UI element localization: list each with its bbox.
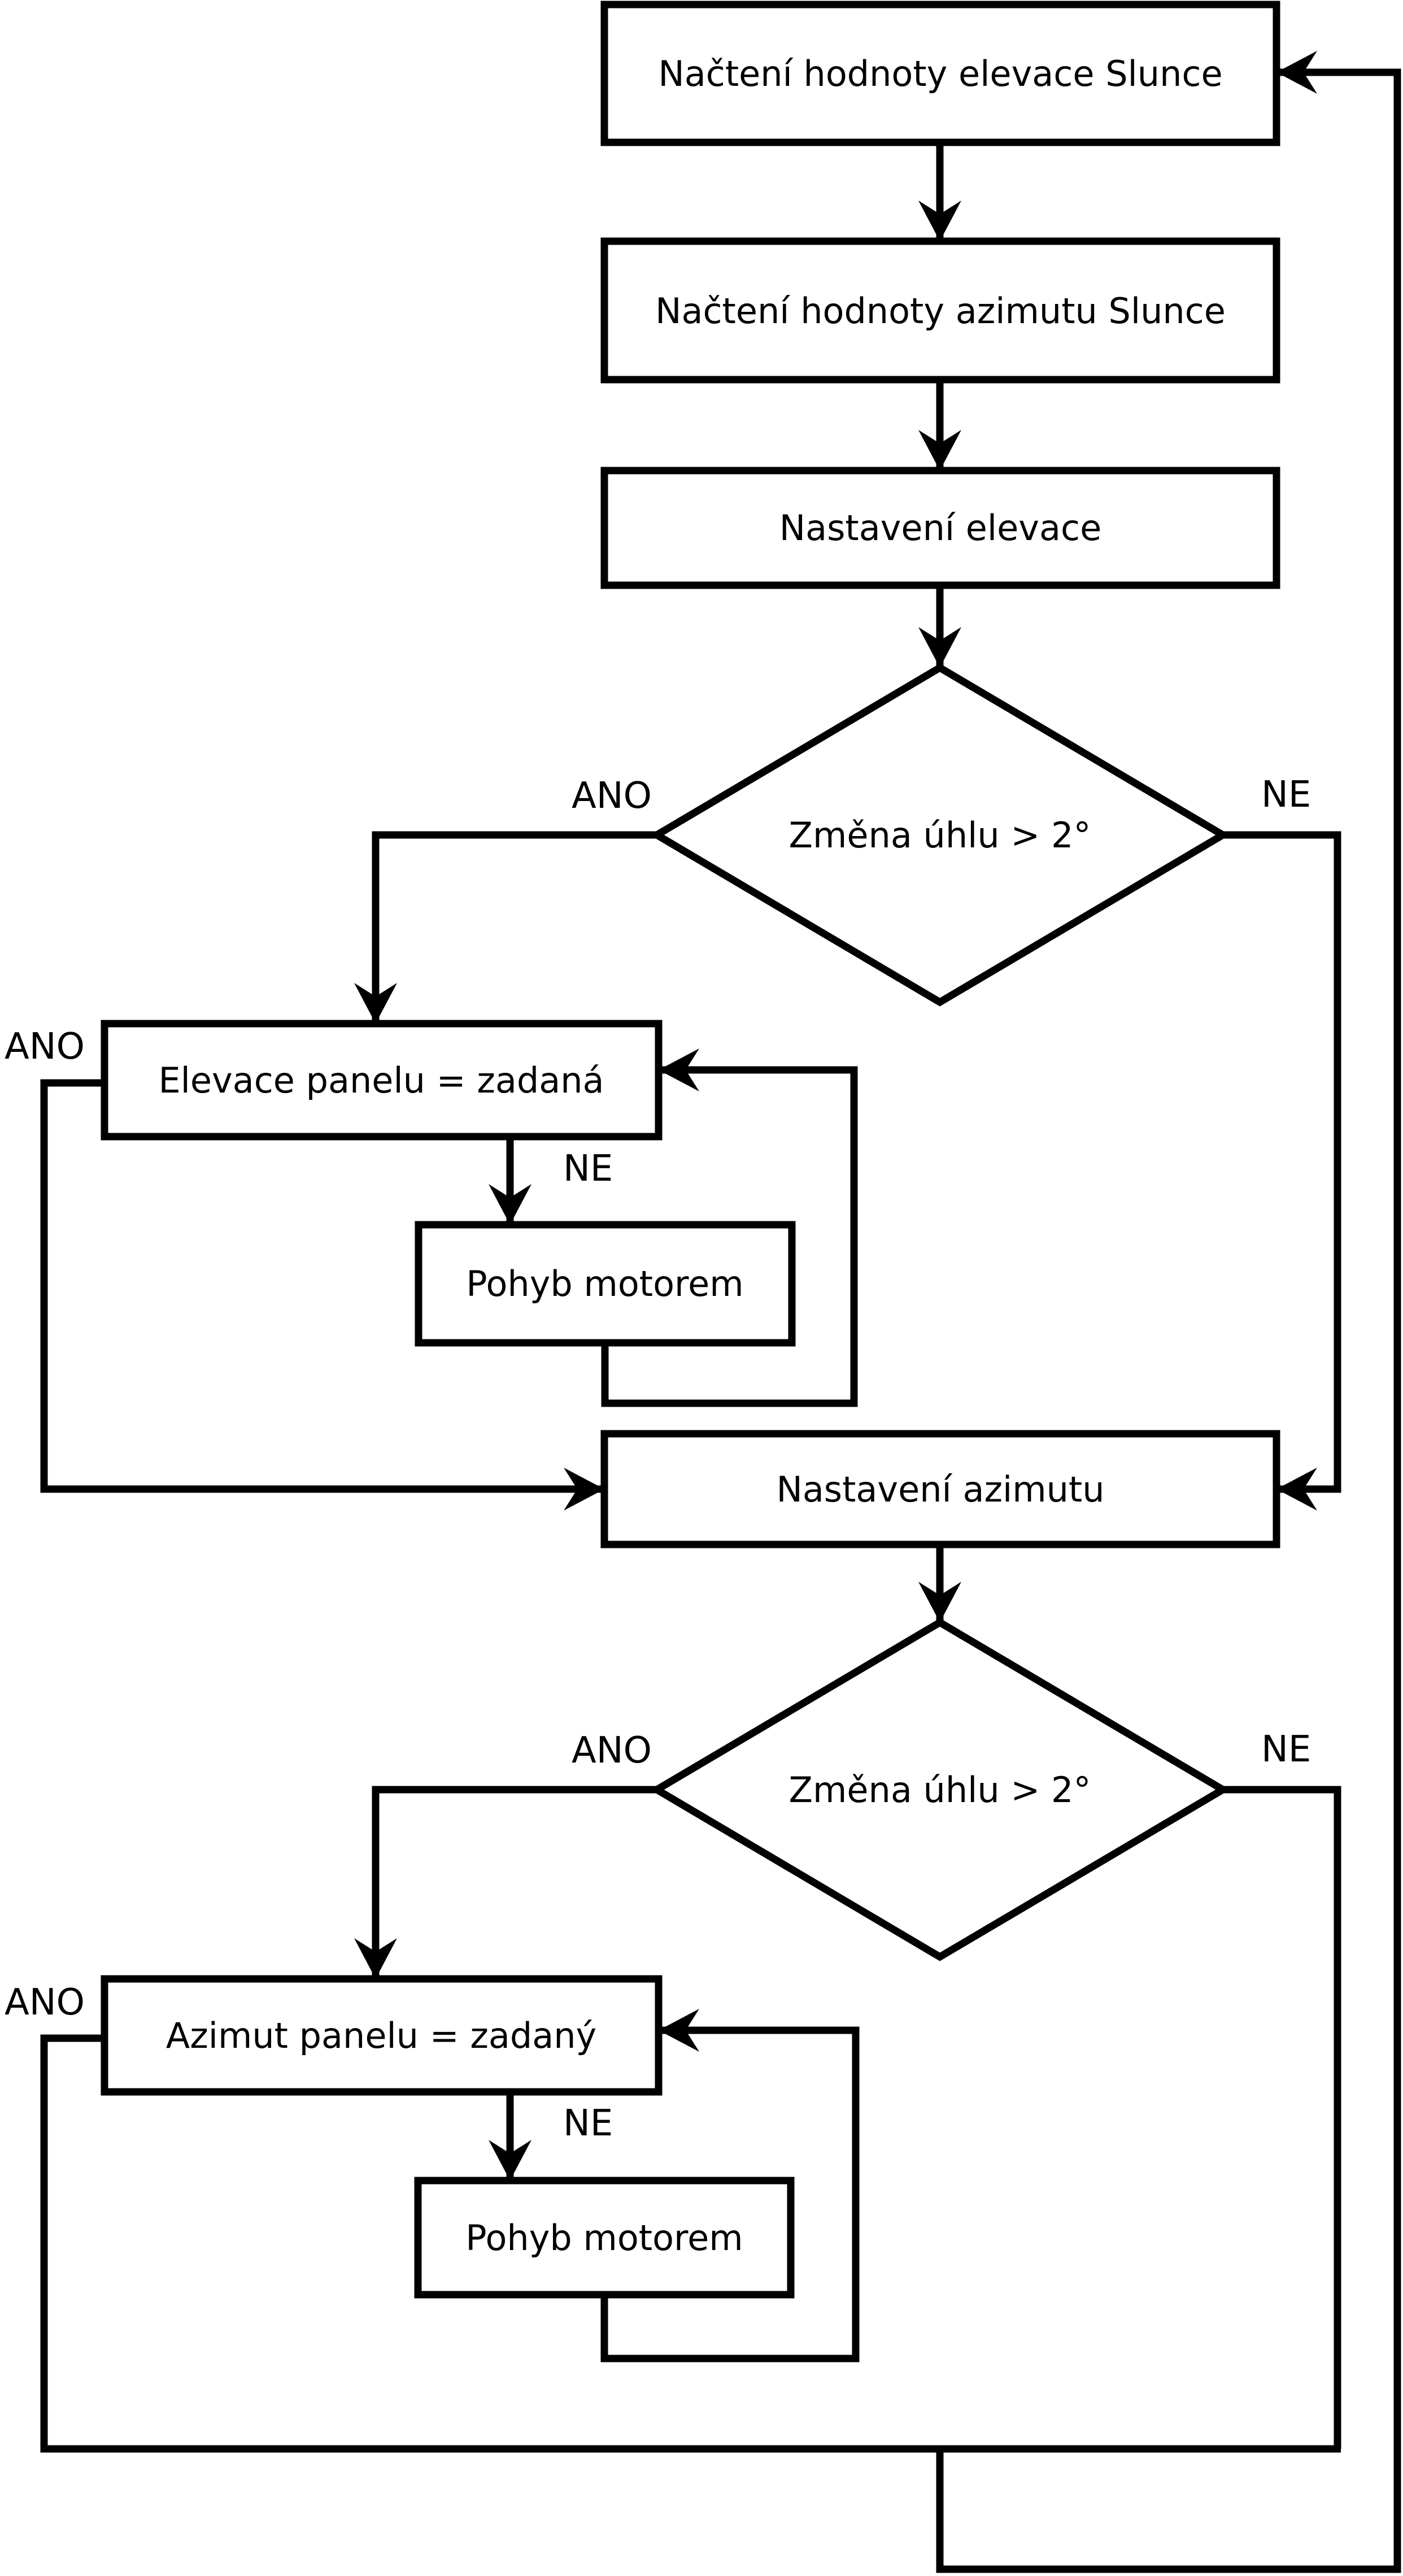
edge-elevation-motor-loop (601, 1048, 858, 1407)
node-read-azimuth-box (600, 237, 1280, 384)
edge-label-elevation-check-no: NE (563, 1148, 613, 1190)
edge-label-azimuth-decision-no: NE (1261, 1729, 1311, 1770)
node-read-elevation-box (600, 1, 1280, 146)
node-azimuth-motor-box (414, 2177, 795, 2299)
edge-label-elevation-decision-no: NE (1261, 774, 1311, 816)
edge-elevation-decision-yes (354, 831, 657, 1024)
node-azimuth-decision-label: Změna úhlu > 2° (789, 1769, 1091, 1811)
edge-restart-loop (936, 51, 1401, 2573)
edge-azimuth-motor-loop (600, 2009, 860, 2362)
edge-label-azimuth-decision-yes: ANO (572, 1730, 652, 1772)
edge-label-azimuth-check-yes: ANO (5, 1982, 85, 2024)
edge-elevation-decision-no (1223, 831, 1341, 1511)
edge-azimuth-decision-no (1223, 1786, 1341, 2449)
node-azimuth-decision-diamond (650, 1618, 1230, 1961)
edge-label-azimuth-check-no: NE (563, 2103, 613, 2144)
edge-label-elevation-decision-yes: ANO (572, 775, 652, 817)
node-elevation-check-box (101, 1020, 663, 1141)
node-set-elevation-label: Nastavení elevace (779, 507, 1101, 549)
node-set-elevation-box (600, 467, 1280, 589)
edge-elevation-check-yes (40, 1079, 604, 1511)
node-read-elevation-label: Načtení hodnoty elevace Slunce (658, 53, 1222, 94)
node-set-azimuth-label: Nastavení azimutu (776, 1469, 1104, 1510)
node-elevation-motor-label: Pohyb motorem (466, 1263, 743, 1304)
node-elevation-check-label: Elevace panelu = zadaná (158, 1060, 604, 1101)
node-elevation-decision-label: Změna úhlu > 2° (789, 815, 1091, 856)
node-set-azimuth-box (600, 1430, 1280, 1548)
edge-azimuth-decision-yes (354, 1786, 657, 1979)
node-azimuth-check-label: Azimut panelu = zadaný (166, 2015, 596, 2056)
node-elevation-motor-box (415, 1221, 796, 1347)
node-azimuth-check-box (101, 1975, 663, 2096)
node-read-azimuth-label: Načtení hodnoty azimutu Slunce (655, 290, 1226, 332)
node-azimuth-motor-label: Pohyb motorem (465, 2217, 743, 2259)
node-elevation-decision-diamond (650, 663, 1230, 1007)
edge-label-elevation-check-yes: ANO (5, 1026, 85, 1068)
edge-azimuth-check-yes (40, 2034, 1341, 2453)
